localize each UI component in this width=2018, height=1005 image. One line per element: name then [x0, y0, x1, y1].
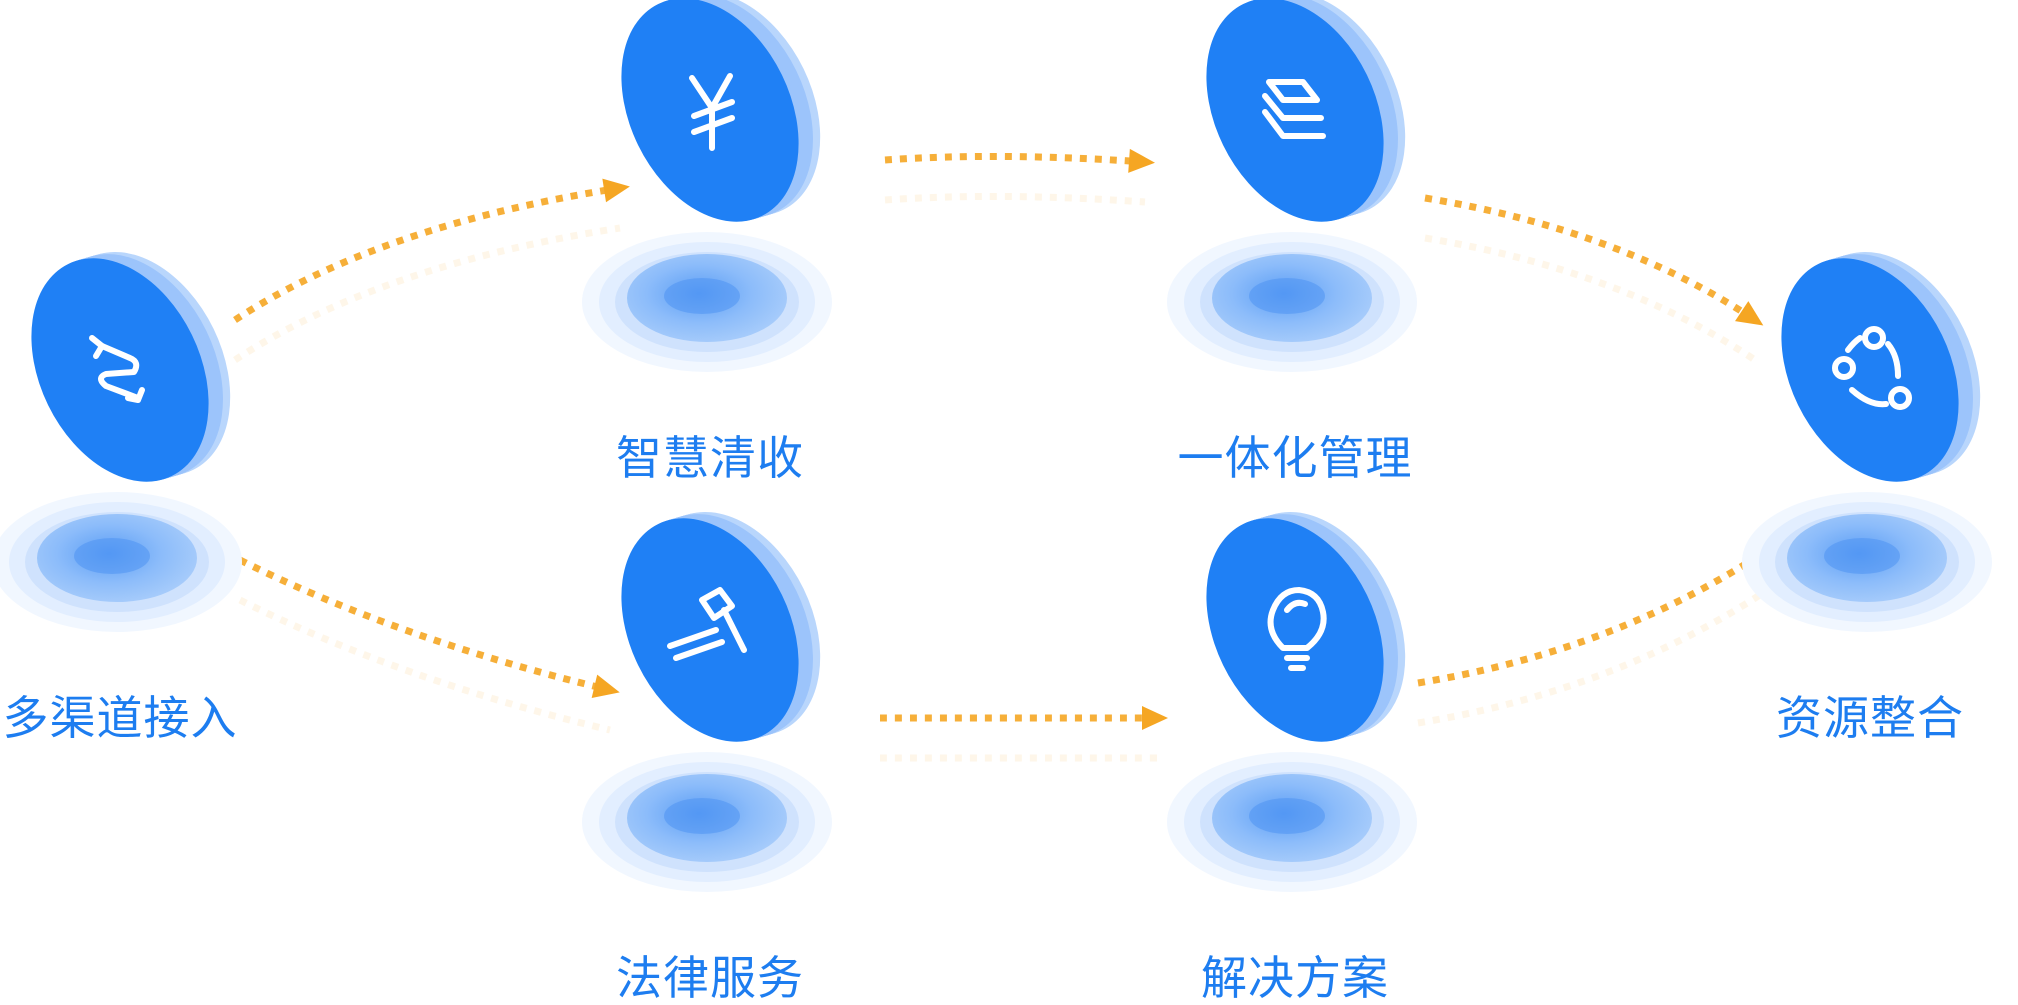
node-resource-integration — [1742, 251, 1992, 632]
gavel-icon — [667, 587, 747, 661]
network-circles-icon — [1832, 326, 1912, 410]
base-platform — [0, 492, 242, 632]
lightbulb-icon — [1267, 587, 1327, 671]
node-legal-service — [582, 511, 832, 892]
arrow-head — [1735, 301, 1764, 326]
coin — [621, 511, 821, 742]
coin — [1206, 0, 1406, 222]
flow-arrow-multi-channel-access-to-smart-collection — [233, 178, 630, 363]
arrow-head — [1142, 706, 1168, 730]
node-label-multi-channel-access: 多渠道接入 — [2, 691, 238, 745]
yen-icon — [689, 73, 735, 151]
node-label-legal-service: 法律服务 — [616, 951, 804, 1005]
coin — [31, 251, 231, 482]
base-platform — [1742, 492, 1992, 632]
node-label-smart-collection: 智慧清收 — [616, 431, 804, 485]
arrow-head — [602, 178, 630, 203]
node-label-integrated-management: 一体化管理 — [1177, 431, 1413, 485]
arrow-head — [591, 674, 620, 698]
arrow-head — [1128, 148, 1155, 173]
node-multi-channel-access — [0, 251, 242, 632]
coin — [1206, 511, 1406, 742]
base-platform — [582, 752, 832, 892]
node-label-solution: 解决方案 — [1201, 951, 1389, 1005]
coin — [621, 0, 821, 222]
node-smart-collection — [582, 0, 832, 372]
base-platform — [1167, 232, 1417, 372]
flow-arrow-multi-channel-access-to-legal-service — [238, 556, 620, 734]
flow-arrow-solution-to-resource-integration — [1417, 539, 1784, 727]
flow-arrow-legal-service-to-solution — [879, 706, 1168, 762]
node-integrated-management — [1167, 0, 1417, 372]
base-platform — [1167, 752, 1417, 892]
exchange-arrows-icon — [89, 335, 145, 403]
node-label-resource-integration: 资源整合 — [1776, 691, 1964, 745]
flow-arrow-smart-collection-to-integrated-management — [884, 148, 1155, 206]
coin — [1781, 251, 1981, 482]
node-solution — [1167, 511, 1417, 892]
flow-arrow-integrated-management-to-resource-integration — [1424, 194, 1764, 363]
stacked-layers-icon — [1262, 79, 1326, 139]
base-platform — [582, 232, 832, 372]
